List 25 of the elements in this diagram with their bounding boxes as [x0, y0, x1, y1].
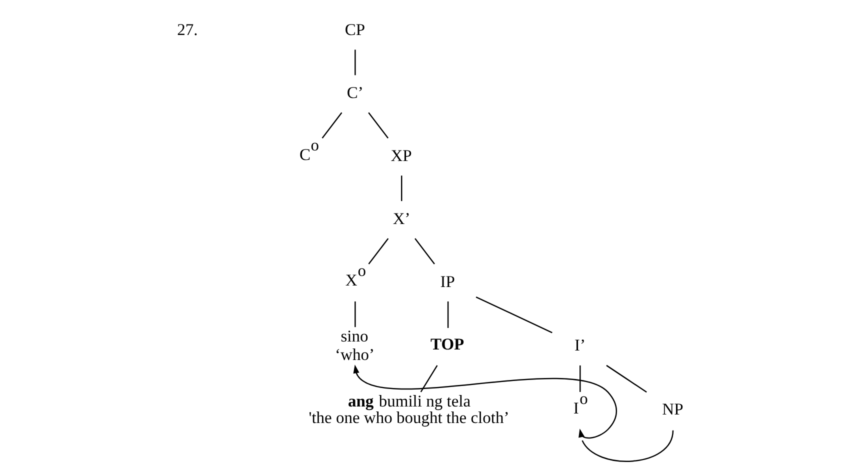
node-text: NP [662, 400, 684, 419]
connector [322, 112, 342, 138]
arrow [353, 364, 617, 439]
label: 27. [177, 20, 198, 39]
connector [354, 301, 356, 328]
connector [368, 112, 389, 138]
node-text: ang bumili ng tela 'the one who bought the cloth’ [308, 391, 510, 427]
node-text: CP [344, 20, 366, 39]
node-text: sino ‘who’ [335, 326, 374, 364]
node-text: IP [440, 272, 455, 291]
connector [400, 176, 402, 202]
connector [420, 365, 438, 392]
connector [447, 301, 449, 328]
node-text: I’ [574, 336, 586, 355]
arrow [578, 428, 674, 462]
connector [580, 365, 581, 392]
node-text: TOP [430, 334, 464, 354]
node-text: C’ [346, 82, 364, 102]
connector [606, 364, 647, 393]
connector [414, 238, 435, 264]
node-text: XP [390, 146, 412, 165]
node-text: X’ [392, 208, 410, 228]
connector [354, 50, 356, 76]
connector [476, 296, 552, 334]
connector [368, 238, 389, 264]
